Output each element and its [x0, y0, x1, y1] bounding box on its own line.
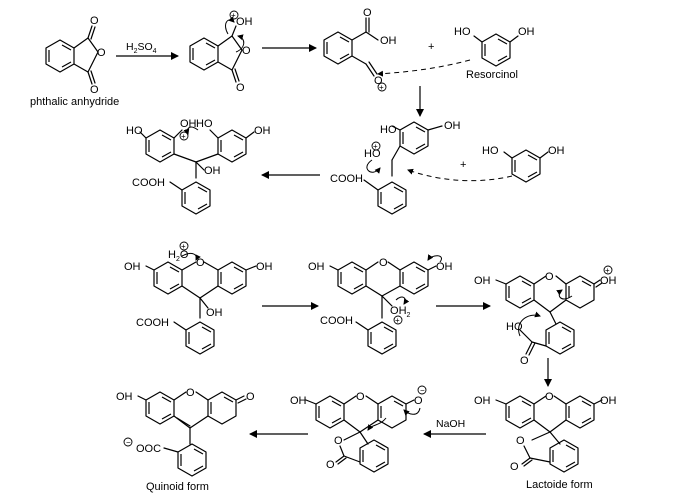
resorcinol-structure-2: HO OH [482, 145, 565, 183]
svg-text:HO: HO [364, 148, 381, 160]
h2o-plus-label: H2O [168, 249, 189, 263]
svg-text:O: O [510, 461, 519, 473]
svg-text:O: O [520, 355, 529, 367]
svg-text:O: O [356, 391, 365, 403]
svg-text:O: O [379, 257, 388, 269]
phthalic-anhydride-structure: O O O [45, 15, 106, 96]
resorcinol-structure-1: HO OH [454, 26, 535, 67]
svg-text:−: − [420, 386, 425, 395]
svg-text:HO: HO [196, 118, 213, 130]
svg-text:OH: OH [124, 261, 141, 273]
svg-text:HO: HO [380, 124, 397, 136]
plus-2: + [460, 159, 466, 171]
svg-text:O: O [246, 391, 255, 403]
carbonyl-o-2: O [236, 82, 245, 94]
svg-text:O: O [334, 435, 343, 447]
svg-text:O: O [363, 7, 372, 19]
svg-text:+: + [373, 142, 378, 151]
svg-text:OH: OH [444, 120, 461, 132]
svg-text:OH: OH [474, 275, 491, 287]
phenolate-intermediate-structure: O OH O − O O [290, 385, 427, 473]
svg-text:COOH: COOH [136, 317, 169, 329]
svg-text:O: O [545, 271, 554, 283]
svg-text:COOH: COOH [320, 315, 353, 327]
svg-text:O: O [545, 391, 554, 403]
phthalic-anhydride-label: phthalic anhydride [30, 96, 119, 108]
h2so4-label: H2SO4 [126, 41, 157, 55]
svg-text:COOH: COOH [132, 177, 165, 189]
svg-text:OH: OH [206, 307, 223, 319]
lactoide-form-label: Lactoide form [526, 479, 593, 491]
oh2-label: OH2 [390, 305, 411, 319]
svg-text:O: O [186, 387, 195, 399]
carbonyl-o-bottom: O [90, 84, 99, 96]
svg-text:+: + [181, 242, 186, 251]
xanthene-intermediate-2: O OH OH OH2 + COOH [308, 254, 453, 355]
carbinol-intermediate-structure: HO OH HO + COOH [330, 120, 461, 215]
svg-text:OH: OH [308, 261, 325, 273]
svg-text:OH: OH [290, 395, 307, 407]
ring-o-2: O [242, 45, 251, 57]
plus-1: + [428, 41, 434, 53]
svg-text:OH: OH [256, 261, 273, 273]
svg-text:+: + [181, 132, 186, 141]
svg-text:OH: OH [204, 165, 221, 177]
svg-text:+: + [379, 83, 384, 92]
svg-text:+: + [395, 316, 400, 325]
xanthene-intermediate-1: O OH OH OH H2O + COOH [124, 241, 273, 355]
svg-text:COOH: COOH [330, 173, 363, 185]
svg-text:HO: HO [454, 26, 471, 38]
acylium-structure: O OH O + [323, 7, 397, 92]
attack-arrow-1 [377, 59, 471, 77]
svg-text:O: O [516, 435, 525, 447]
svg-text:O: O [374, 75, 383, 87]
svg-text:−: − [126, 438, 131, 447]
protonated-oh: OH [236, 16, 253, 28]
carbonyl-o-top: O [90, 15, 99, 27]
svg-text:OOC: OOC [136, 443, 161, 455]
svg-text:O: O [196, 257, 205, 269]
svg-text:OH: OH [380, 35, 397, 47]
svg-text:OH: OH [518, 26, 535, 38]
quinoid-form-label: Quinoid form [146, 481, 209, 493]
naoh-label: NaOH [436, 418, 465, 430]
svg-text:OH: OH [600, 275, 617, 287]
svg-text:OH: OH [474, 395, 491, 407]
svg-text:OH: OH [254, 125, 271, 137]
attack-arrow-2 [407, 168, 513, 182]
lactoide-structure: O OH OH O O [474, 391, 617, 473]
svg-text:OH: OH [436, 261, 453, 273]
svg-text:+: + [605, 266, 610, 275]
svg-text:OH: OH [116, 391, 133, 403]
svg-text:OH: OH [548, 145, 565, 157]
svg-text:O: O [326, 459, 335, 471]
protonated-anhydride-structure: OH + O O [189, 10, 253, 94]
xanthylium-cation-structure: O OH OH + HO O [474, 265, 617, 367]
resorcinol-label: Resorcinol [466, 69, 518, 81]
svg-text:OH: OH [600, 395, 617, 407]
svg-text:+: + [231, 11, 236, 20]
quinoid-structure: O OH O OOC − [116, 387, 255, 477]
svg-text:O: O [414, 395, 423, 407]
svg-text:HO: HO [126, 125, 143, 137]
svg-text:HO: HO [482, 145, 499, 157]
triarylcarbinol-structure: HO OH OH + HO OH COOH [126, 118, 271, 215]
ring-o: O [97, 47, 106, 59]
